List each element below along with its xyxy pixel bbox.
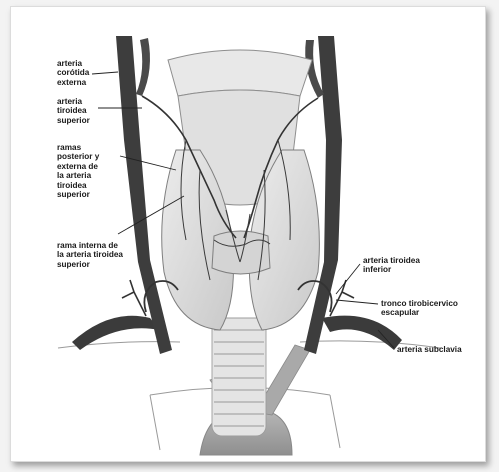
label-arteria-tiroidea-superior: arteria tiroidea superior [57,97,90,125]
thyrocervical-trunk-right [330,280,354,316]
thyroid-isthmus [212,231,270,274]
label-ramas-posterior-externa: ramas posterior y externa de la arteria … [57,143,99,199]
trachea [212,318,266,436]
label-arteria-carotida-externa: arteria corótida externa [57,59,89,87]
label-arteria-subclavia: arteria subclavia [397,345,462,354]
right-subclavian-artery [322,316,402,350]
label-arteria-tiroidea-inferior: arteria tiroidea inferior [363,256,420,275]
thyrocervical-trunk-left [122,280,146,316]
label-tronco-tirobicervico-escapular: tronco tirobicervico escapular [381,299,458,318]
left-external-carotid [136,38,150,96]
label-rama-interna: rama interna de la arteria tiroidea supe… [57,241,123,269]
larynx-cartilage [168,50,312,96]
left-subclavian-artery [72,316,160,350]
